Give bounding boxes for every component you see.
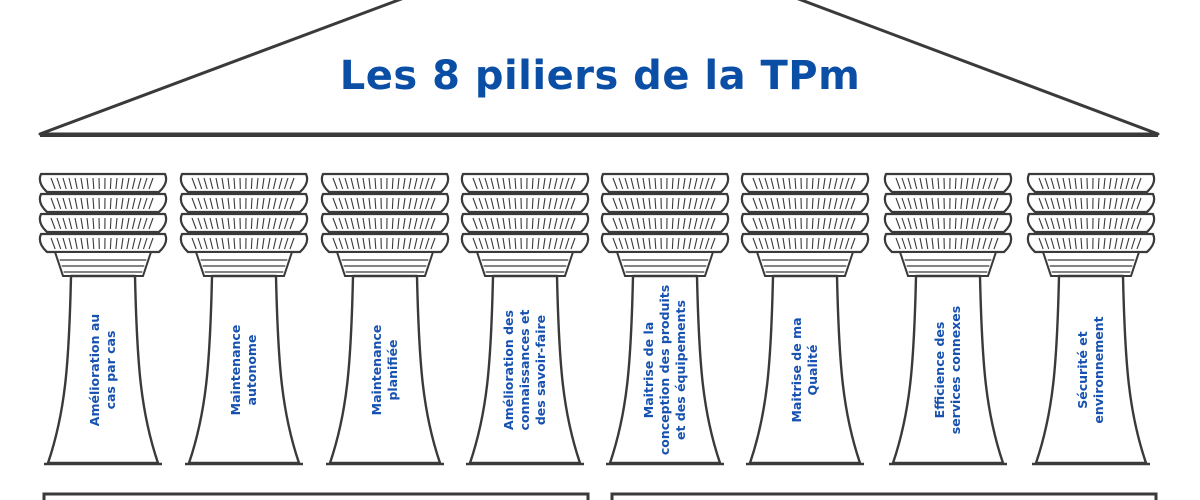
pillar — [38, 172, 168, 466]
diagram-title: Les 8 piliers de la TPm — [339, 53, 861, 99]
pillar-label: Efficience des services connexes — [932, 305, 963, 435]
pillar-label: Amélioration des connaissances et des sa… — [501, 309, 548, 431]
pillar — [740, 172, 870, 466]
pillars-layer — [38, 172, 1156, 466]
pillar — [600, 172, 730, 466]
pillar — [883, 172, 1013, 466]
pillar — [179, 172, 309, 466]
temple-roof — [38, 0, 1160, 137]
pillar-label: Amélioration au cas par cas — [87, 313, 118, 427]
pillar-label: Maintenance autonome — [228, 324, 259, 416]
pillar — [1026, 172, 1156, 466]
pillar-label: Maintenance planifiée — [369, 324, 400, 416]
temple-base — [42, 492, 1158, 500]
pillar — [320, 172, 450, 466]
pillar-label: Maitrise de la conception des produits e… — [641, 284, 688, 456]
pillar-label: Sécurité et environnement — [1075, 316, 1106, 424]
pillar-label: Maitrise de ma Qualité — [789, 317, 820, 423]
pillar — [460, 172, 590, 466]
